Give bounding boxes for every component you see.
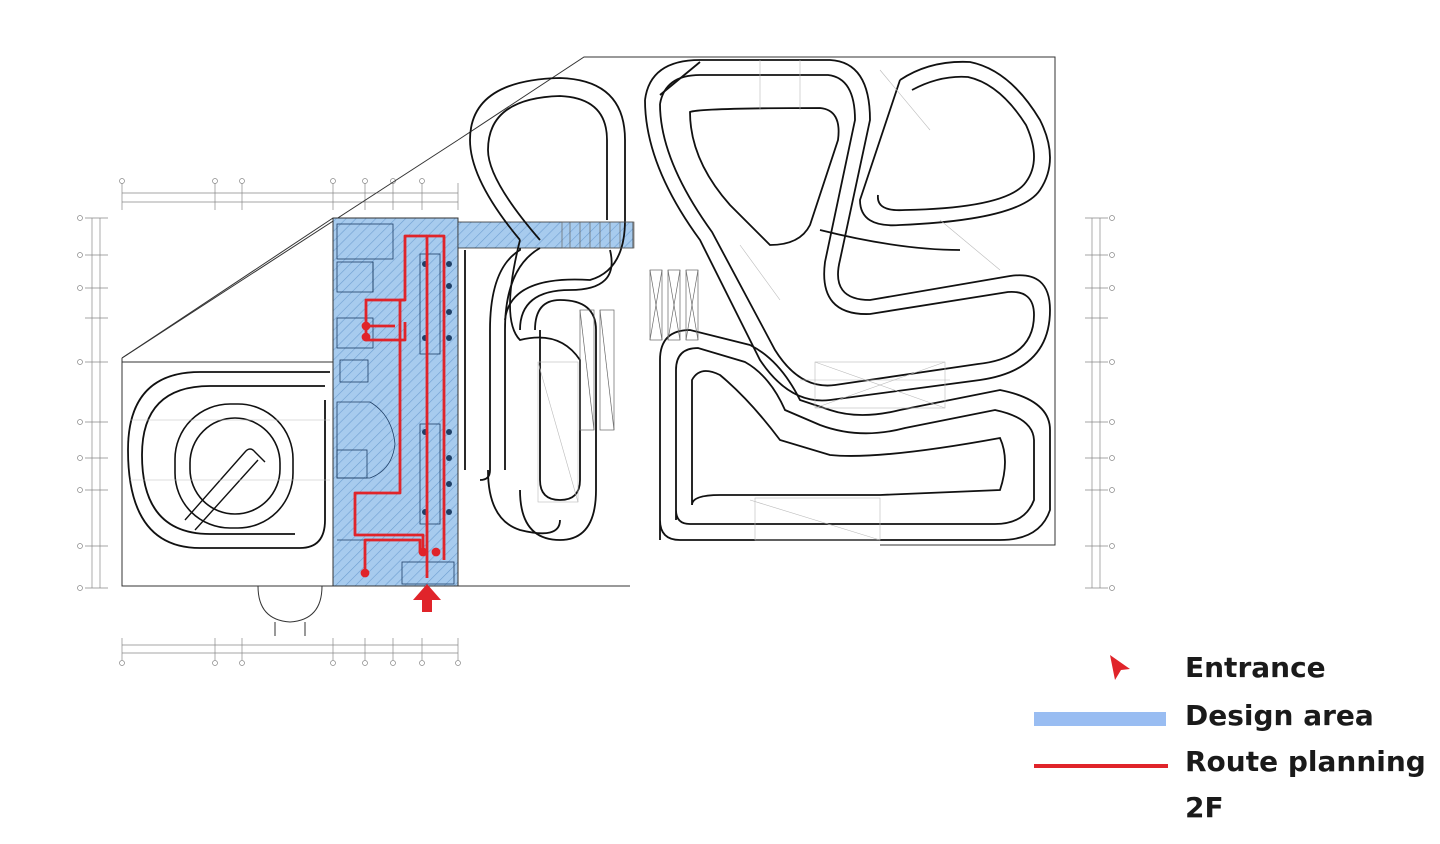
floor-label: 2F	[1185, 791, 1224, 824]
legend-label-route-planning: Route planning	[1185, 745, 1426, 778]
entrance-marker-icon	[413, 584, 441, 612]
dimension-lines-bottom	[119, 638, 461, 666]
legend-label-design-area: Design area	[1185, 699, 1374, 732]
track-right-main	[644, 59, 1051, 541]
track-hatching	[537, 60, 1001, 541]
legend-row-design-area: Design area	[1030, 696, 1430, 736]
dimension-lines-top	[119, 178, 459, 210]
legend-row-entrance: Entrance	[1030, 648, 1430, 688]
legend-row-route-planning: Route planning	[1030, 742, 1430, 782]
building-outline	[121, 56, 1056, 636]
track-left-oval	[127, 371, 330, 549]
design-area	[332, 217, 634, 587]
lattice-towers	[561, 221, 699, 431]
dimension-lines-right	[1085, 215, 1115, 591]
dimension-lines-left	[77, 215, 108, 591]
design-area-swatch	[1034, 712, 1166, 726]
route-planning-swatch	[1034, 764, 1168, 768]
legend-row-floor: 2F	[1030, 788, 1430, 828]
track-middle-serpentine	[464, 77, 626, 541]
legend-label-entrance: Entrance	[1185, 651, 1326, 684]
arrow-pointer-icon	[1110, 655, 1130, 680]
route-planning-path	[353, 234, 446, 578]
